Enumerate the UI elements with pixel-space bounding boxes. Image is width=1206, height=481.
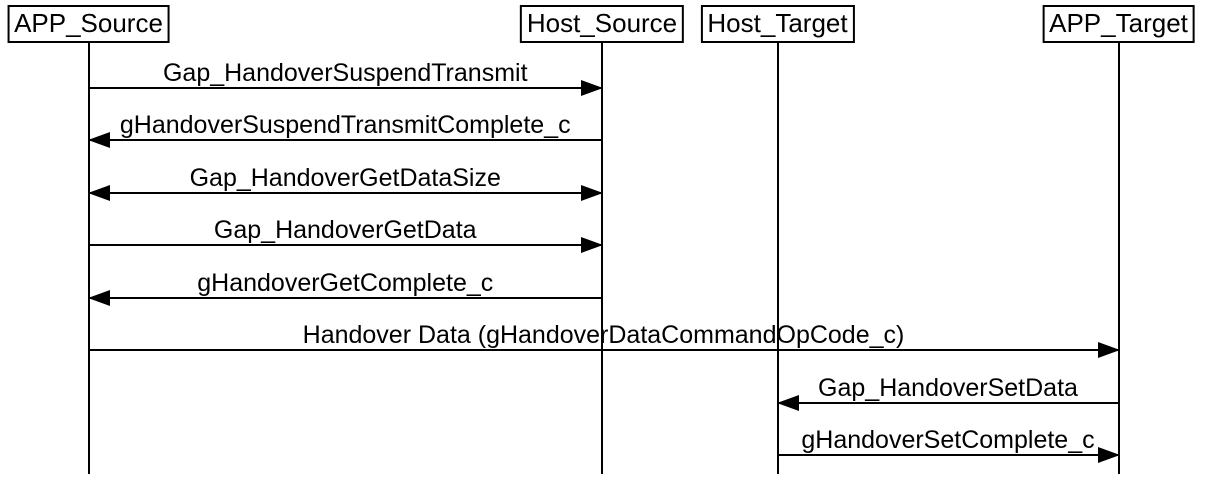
actor-box-Host_Source: Host_Source: [519, 5, 685, 43]
message-label: gHandoverGetComplete_c: [197, 268, 494, 297]
message: Gap_HandoverGetData: [88, 212, 603, 254]
arrowhead-right-icon: [581, 80, 603, 96]
message-line: [88, 244, 602, 247]
actor-box-APP_Target: APP_Target: [1042, 5, 1195, 43]
message-label: Gap_HandoverGetData: [213, 216, 477, 245]
actor-label: Host_Source: [526, 8, 678, 38]
arrowhead-left-icon: [87, 289, 110, 306]
message: Handover Data (gHandoverDataCommandOpCod…: [88, 317, 1120, 359]
message-line: [777, 401, 1119, 404]
message: Gap_HandoverSuspendTransmit: [88, 55, 603, 96]
arrowhead-right-icon: [581, 237, 603, 254]
message: Gap_HandoverGetDataSize: [87, 160, 603, 201]
message-line: [88, 87, 602, 89]
arrowhead-left-icon: [87, 184, 110, 201]
arrowhead-right-icon: [1097, 342, 1120, 359]
message: gHandoverSetComplete_c: [777, 422, 1120, 463]
message-line: [88, 296, 602, 299]
arrowhead-left-icon: [87, 132, 110, 149]
message: gHandoverSuspendTransmitComplete_c: [87, 107, 602, 149]
actor-label: APP_Target: [1049, 8, 1188, 38]
message-line: [777, 454, 1119, 456]
message-label: Handover Data (gHandoverDataCommandOpCod…: [302, 321, 905, 350]
lifeline-APP_Source: [87, 43, 90, 474]
message-label: Gap_HandoverSuspendTransmit: [162, 59, 528, 87]
message-label: Gap_HandoverGetDataSize: [189, 163, 501, 192]
message-line: [88, 191, 602, 194]
lifeline-Host_Source: [601, 43, 603, 474]
message-line: [88, 349, 1119, 352]
arrowhead-right-icon: [581, 184, 603, 201]
arrowhead-left-icon: [776, 394, 799, 411]
message-label: gHandoverSetComplete_c: [801, 426, 1095, 454]
actor-label: Host_Target: [707, 8, 848, 38]
lifeline-Host_Target: [776, 43, 779, 474]
actor-box-Host_Target: Host_Target: [700, 5, 855, 43]
arrowhead-right-icon: [1097, 447, 1120, 463]
message: gHandoverGetComplete_c: [87, 265, 602, 306]
actor-label: APP_Source: [14, 8, 163, 38]
message: Gap_HandoverSetData: [776, 370, 1119, 411]
actor-box-APP_Source: APP_Source: [7, 5, 170, 43]
message-label: gHandoverSuspendTransmitComplete_c: [119, 111, 571, 140]
message-line: [88, 139, 602, 142]
lifeline-APP_Target: [1117, 43, 1120, 474]
message-label: Gap_HandoverSetData: [818, 373, 1078, 402]
